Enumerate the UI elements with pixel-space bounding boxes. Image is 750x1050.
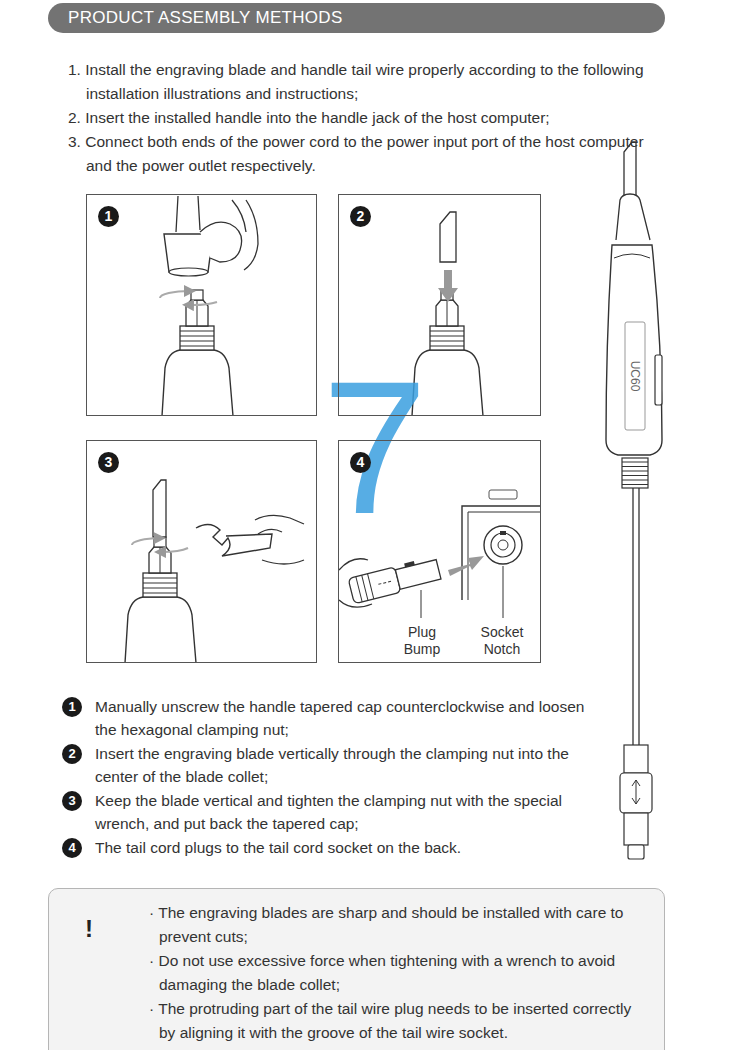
warning-note: · Do not use excessive force when tighte… [149, 949, 650, 997]
step-number: 1 [62, 697, 82, 717]
grip-rib [622, 475, 648, 476]
wrench-drawing [125, 480, 304, 663]
illustration-panel: 2 [338, 194, 541, 416]
engraving-pen [606, 142, 662, 859]
step-number: 2 [62, 744, 82, 764]
step-text: Insert the engraving blade vertically th… [95, 742, 600, 788]
warning-note: · The engraving blades are sharp and sho… [149, 901, 650, 949]
cap-removal-drawing [160, 196, 258, 416]
header-bar: PRODUCT ASSEMBLY METHODS [48, 3, 665, 33]
step-text: Keep the blade vertical and tighten the … [95, 789, 600, 835]
section-title: PRODUCT ASSEMBLY METHODS [68, 8, 343, 28]
instruction-step: 2. Insert the installed handle into the … [68, 106, 658, 130]
grip-rib [622, 480, 648, 481]
model-name: UC60 [626, 336, 644, 416]
instruction-step: 3. Connect both ends of the power cord t… [68, 130, 658, 178]
step-number: 4 [62, 838, 82, 858]
step-number: 3 [62, 791, 82, 811]
callout-number: 3 [98, 452, 119, 473]
grip-rib [622, 471, 648, 472]
grip-rib [622, 462, 648, 463]
grip-rib [622, 484, 648, 485]
part-label: Socket Notch [470, 624, 534, 658]
illustration-panel: 3 [86, 440, 317, 663]
step-text: The tail cord plugs to the tail cord soc… [95, 836, 600, 859]
step-text: Manually unscrew the handle tapered cap … [95, 695, 600, 741]
callout-number: 2 [350, 206, 371, 227]
warning-mark: ! [79, 915, 99, 943]
callout-number: 4 [350, 452, 371, 473]
grip-rib [622, 466, 648, 467]
warning-box: · The engraving blades are sharp and sho… [48, 888, 665, 1050]
callout-number: 1 [98, 206, 119, 227]
part-label: Plug Bump [390, 624, 454, 658]
warning-note: · The protruding part of the tail wire p… [149, 997, 650, 1045]
instruction-step: 1. Install the engraving blade and handl… [68, 58, 658, 106]
illustration-panel: 4Plug Bump Socket Notch [338, 440, 541, 663]
illustration-panel: 1 [86, 194, 317, 416]
